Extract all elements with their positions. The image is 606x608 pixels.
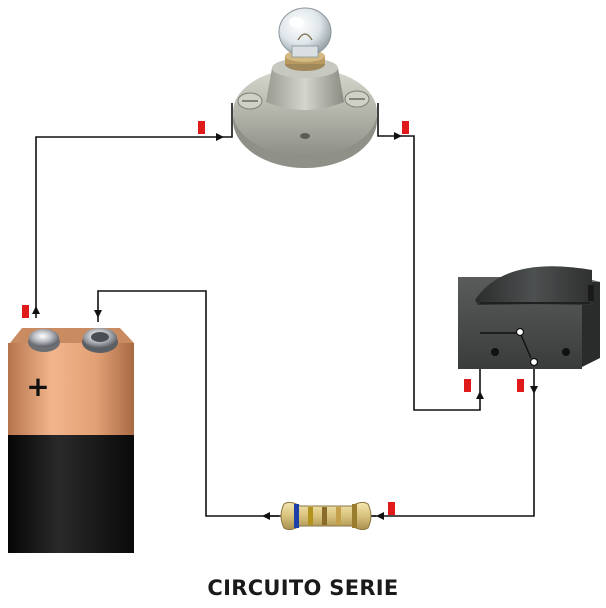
wire-resistor-to-battery [97,290,279,517]
current-arrow [94,310,102,318]
resistor [270,501,376,531]
light-bulb-socket [233,50,377,168]
current-arrow [476,391,484,399]
connector-marker [388,502,395,515]
current-arrow [32,306,40,314]
connector-marker [198,121,205,134]
wire-switch-to-resistor [370,365,535,517]
wire-battery-to-lamp [35,103,233,318]
connector-marker [402,121,409,134]
current-arrow [216,133,224,141]
battery-plus-symbol: + [26,370,49,403]
current-arrow [394,132,402,140]
diagram-caption: CIRCUITO SERIE [207,576,399,600]
light-bulb [278,7,332,58]
current-arrow [530,386,538,394]
connector-marker [22,305,29,318]
battery [8,328,134,553]
connector-marker [517,379,524,392]
connector-marker [464,379,471,392]
current-arrow [376,512,384,520]
current-arrow [262,512,270,520]
rocker-switch [458,266,600,369]
